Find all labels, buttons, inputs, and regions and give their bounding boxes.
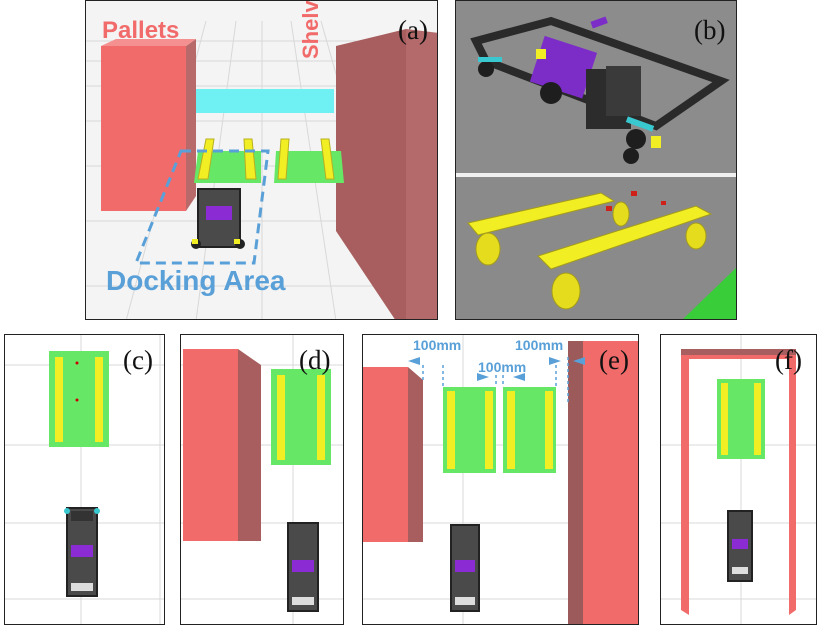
panel-c-label: (c) [123,345,153,375]
panel-c: (c) [4,334,165,625]
panel-e: 100mm 100mm 100mm (e) [362,334,639,625]
docking-area-label: Docking Area [106,265,286,296]
lift-rails [467,191,713,310]
robot-top [191,188,245,249]
panel-e-label: (e) [599,345,629,375]
panel-b-scene [456,1,736,319]
panel-d: (d) [180,334,344,625]
gap-middle-label: 100mm [478,359,527,375]
panel-f: (f) [660,334,817,625]
shelf-right-front [583,341,638,624]
panel-a-label: (a) [398,15,428,45]
robot-top [287,522,319,612]
floor-green-corner [683,267,736,319]
panel-d-label: (d) [299,345,331,375]
gap-right-label: 100mm [515,337,564,353]
robot-top [450,524,480,612]
robot-chassis [470,16,730,164]
panel-a: Pallets Shelves Docking Area (a) [85,0,438,320]
shelf-front [183,349,238,541]
shelf-right-side [568,341,583,624]
panel-f-scene [661,335,816,624]
docking-area-outline [133,149,270,265]
gap-arrows [408,357,585,381]
robot-top [64,507,100,597]
panel-f-label: (f) [775,345,802,375]
rail-right [95,357,103,442]
panel-b-label: (b) [694,15,726,45]
pallets-label: Pallets [102,17,180,44]
panel-a-scene [86,20,437,319]
rail-left [55,357,63,442]
panel-e-scene [363,335,638,624]
shelf-left-front [363,367,408,542]
panel-d-scene [181,335,343,624]
robot-top [727,510,753,582]
gap-left-label: 100mm [413,337,462,353]
shelf-side [238,349,261,541]
shelves-label: Shelves [298,0,323,59]
floor-strip [194,89,334,113]
panel-c-scene [5,335,164,624]
pallets-block-side [186,39,196,211]
panel-b: (b) [455,0,737,320]
pallets-block-front [101,46,186,211]
